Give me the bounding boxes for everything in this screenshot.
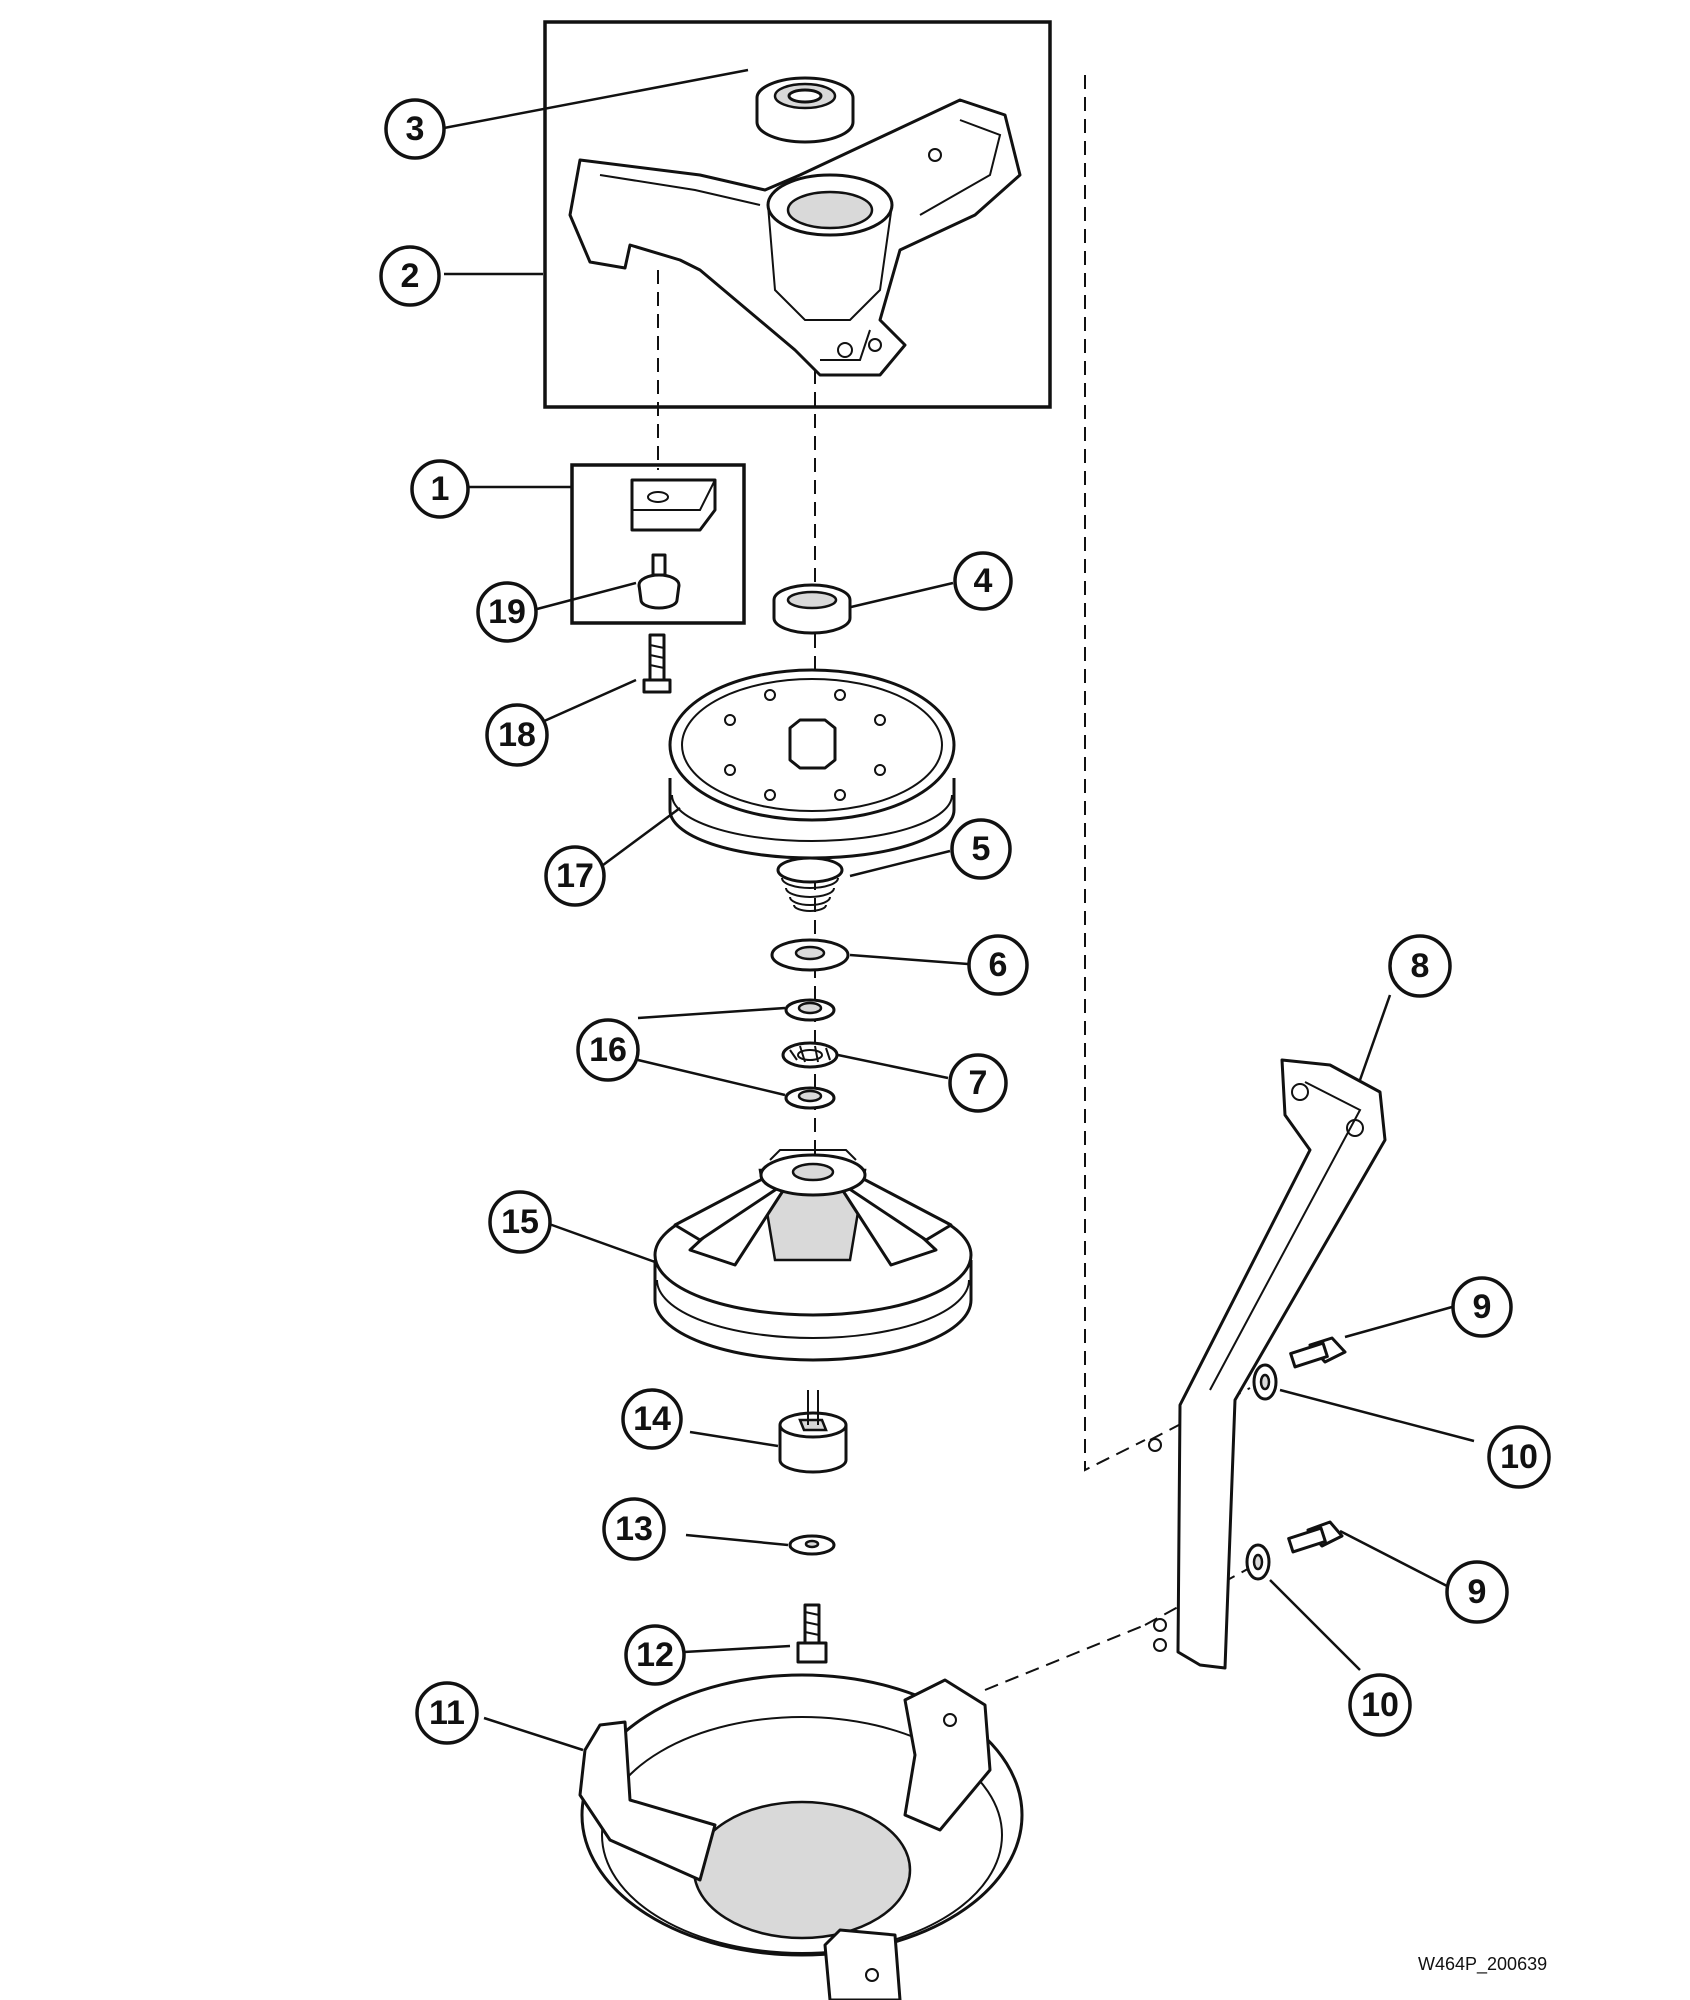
callout-18: 18	[485, 703, 549, 767]
bolt-part-9-upper	[1289, 1336, 1347, 1369]
bolt-part-9-lower	[1287, 1520, 1344, 1554]
drive-hub-part	[653, 1149, 973, 1362]
screw-part	[642, 633, 672, 694]
callout-16: 16	[576, 1018, 640, 1082]
callout-label-9-upper: 9	[1473, 1288, 1492, 1326]
spring-part	[776, 856, 844, 912]
callout-10-upper: 10	[1487, 1425, 1551, 1489]
callout-label-7: 7	[969, 1064, 988, 1102]
callout-12: 12	[624, 1624, 686, 1686]
callout-label-2: 2	[401, 257, 420, 295]
callout-label-1: 1	[431, 470, 450, 508]
spider-hub-part	[568, 98, 1022, 377]
seal-part	[772, 583, 852, 635]
callout-6: 6	[967, 934, 1029, 996]
callout-2: 2	[379, 245, 441, 307]
lock-washer-part-10-upper	[1252, 1363, 1278, 1401]
callout-label-12: 12	[636, 1636, 674, 1674]
lock-washer-part-10-lower	[1245, 1543, 1271, 1581]
callout-label-3: 3	[406, 110, 425, 148]
callout-label-18: 18	[498, 716, 536, 754]
callout-10-lower: 10	[1348, 1673, 1412, 1737]
pad-part	[630, 478, 717, 532]
callout-4: 4	[953, 551, 1013, 611]
callout-15: 15	[488, 1190, 552, 1254]
callout-13: 13	[602, 1497, 666, 1561]
thrust-bearing-part	[781, 1041, 839, 1069]
bearing-part	[755, 76, 855, 144]
leader-lines	[443, 68, 1475, 1752]
callout-label-10-lower: 10	[1361, 1686, 1399, 1724]
washer-part-13	[788, 1534, 836, 1556]
cam-part	[778, 1390, 848, 1474]
brace-part	[1148, 1058, 1387, 1670]
callout-8: 8	[1388, 934, 1452, 998]
callout-3: 3	[384, 98, 446, 160]
callout-9-upper: 9	[1451, 1276, 1513, 1338]
washer-part-6	[770, 938, 850, 972]
callout-label-16: 16	[589, 1031, 627, 1069]
callout-label-13: 13	[615, 1510, 653, 1548]
washer-part-16-upper	[784, 998, 836, 1022]
callout-label-10-upper: 10	[1500, 1438, 1538, 1476]
callout-17: 17	[544, 845, 606, 907]
bolt-part-12	[796, 1603, 828, 1664]
callout-11: 11	[415, 1681, 479, 1745]
alignment-line-brace	[1084, 75, 1146, 1472]
callout-label-15: 15	[501, 1203, 539, 1241]
bushing-part	[637, 553, 681, 610]
callout-label-5: 5	[972, 830, 991, 868]
callout-19: 19	[476, 581, 538, 643]
callout-label-14: 14	[633, 1400, 671, 1438]
alignment-line-bracket	[984, 1624, 1146, 1691]
callout-label-11: 11	[429, 1694, 465, 1732]
washer-part-16-lower	[784, 1086, 836, 1110]
frame-item-1	[570, 463, 746, 625]
callout-14: 14	[621, 1388, 683, 1450]
callout-label-17: 17	[556, 857, 594, 895]
callout-label-9-lower: 9	[1468, 1573, 1487, 1611]
frame-item-2	[543, 20, 1052, 409]
callout-9-lower: 9	[1445, 1560, 1509, 1624]
callout-5: 5	[950, 818, 1012, 880]
drawing-code: W464P_200639	[1418, 1954, 1547, 1975]
callout-1: 1	[410, 459, 470, 519]
callout-label-4: 4	[974, 562, 993, 600]
pulley-part	[668, 668, 956, 860]
callout-label-19: 19	[488, 593, 526, 631]
base-part	[578, 1673, 1024, 2000]
callout-label-8: 8	[1411, 947, 1430, 985]
callout-label-6: 6	[989, 946, 1008, 984]
callout-7: 7	[948, 1053, 1008, 1113]
